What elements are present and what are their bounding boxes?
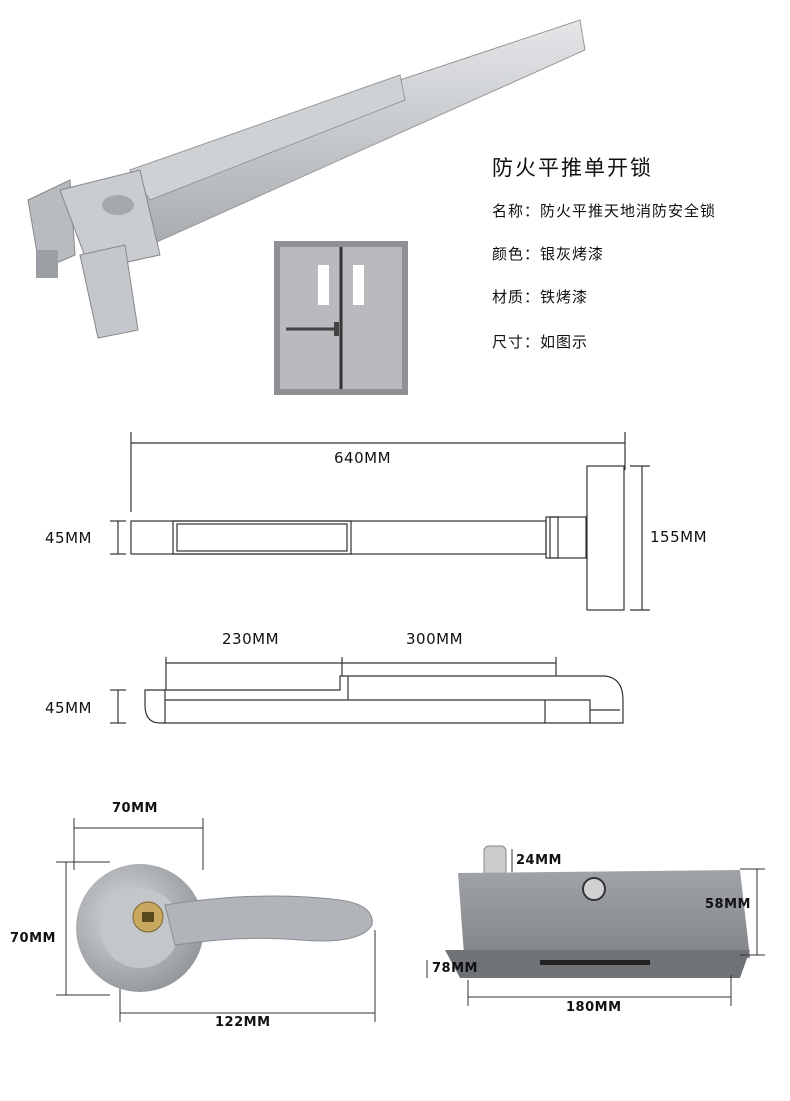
dim-box-depth-label: 78MM bbox=[432, 961, 478, 976]
spec-color: 颜色：银灰烤漆 bbox=[492, 243, 604, 264]
spec-label: 材质： bbox=[492, 288, 541, 306]
spec-material: 材质：铁烤漆 bbox=[492, 286, 588, 307]
dim-segment-a-label: 230MM bbox=[222, 630, 280, 648]
spec-label: 名称： bbox=[492, 202, 541, 220]
dim-side-height-label: 45MM bbox=[45, 699, 92, 717]
side-view-drawing bbox=[110, 657, 624, 724]
dim-height-label: 45MM bbox=[45, 529, 92, 547]
top-view-drawing bbox=[110, 432, 650, 611]
spec-label: 尺寸： bbox=[492, 333, 541, 351]
product-title: 防火平推单开锁 bbox=[492, 156, 653, 180]
dim-length-label: 640MM bbox=[334, 449, 392, 467]
dim-handle-width-label: 70MM bbox=[112, 801, 158, 816]
push-bar-photo bbox=[27, 19, 586, 339]
dim-handle-length-label: 122MM bbox=[215, 1015, 271, 1030]
door-diagram bbox=[274, 241, 408, 395]
latch-box-photo bbox=[426, 845, 765, 1006]
dim-end-height-label: 155MM bbox=[650, 528, 708, 546]
spec-value: 防火平推天地消防安全锁 bbox=[540, 202, 717, 220]
lever-handle-photo bbox=[56, 818, 376, 1022]
spec-name: 名称：防火平推天地消防安全锁 bbox=[492, 200, 716, 221]
dim-box-length-label: 180MM bbox=[566, 1000, 622, 1015]
dim-handle-height-label: 70MM bbox=[10, 931, 56, 946]
spec-size: 尺寸：如图示 bbox=[492, 331, 588, 352]
spec-value: 如图示 bbox=[540, 333, 589, 351]
spec-value: 银灰烤漆 bbox=[540, 245, 605, 263]
dim-box-height-label: 58MM bbox=[705, 897, 751, 912]
spec-label: 颜色： bbox=[492, 245, 541, 263]
dim-pin-label: 24MM bbox=[516, 853, 562, 868]
dim-segment-b-label: 300MM bbox=[406, 630, 464, 648]
spec-value: 铁烤漆 bbox=[540, 288, 589, 306]
